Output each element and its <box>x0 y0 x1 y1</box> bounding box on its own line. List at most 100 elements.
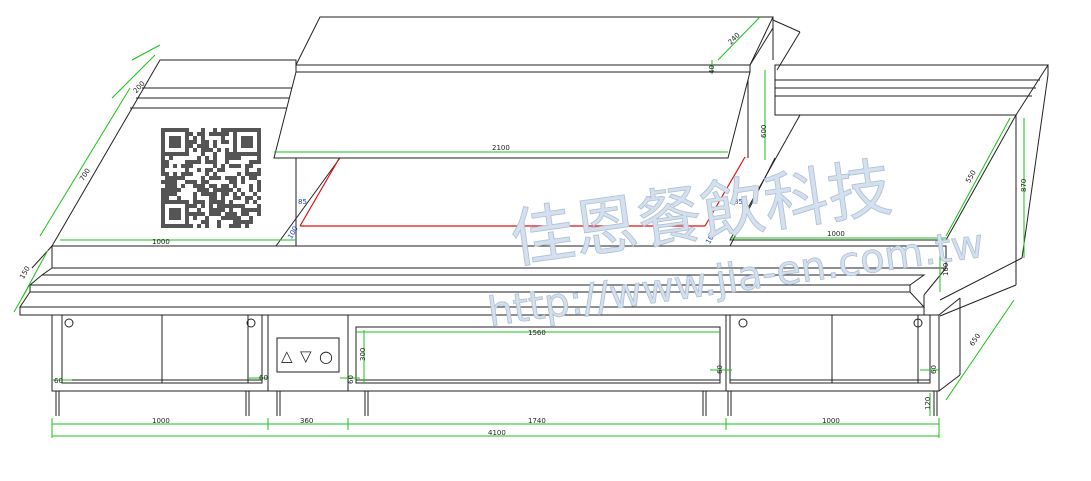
qr-module <box>205 140 209 144</box>
qr-module <box>213 184 217 188</box>
qr-module <box>173 164 177 168</box>
qr-module <box>245 224 249 228</box>
qr-module <box>213 176 217 180</box>
qr-module <box>193 196 197 200</box>
qr-module <box>241 204 245 208</box>
dim-left-depth-back: 200 <box>132 80 147 95</box>
qr-module <box>201 212 205 216</box>
qr-module <box>189 132 193 136</box>
dim-bottom-center: 1740 <box>528 417 546 425</box>
qr-module <box>169 156 173 160</box>
qr-module <box>209 208 213 212</box>
qr-module <box>257 168 261 172</box>
qr-module <box>213 140 217 144</box>
qr-module <box>165 172 169 176</box>
qr-module <box>161 156 165 160</box>
dim-door-width: 1560 <box>528 329 546 337</box>
qr-module <box>205 220 209 224</box>
qr-module <box>217 168 221 172</box>
qr-module <box>229 176 233 180</box>
qr-module <box>229 224 233 228</box>
qr-module <box>189 204 193 208</box>
qr-module <box>213 200 217 204</box>
qr-module <box>221 208 225 212</box>
qr-module <box>185 160 189 164</box>
qr-module <box>189 144 193 148</box>
qr-module <box>165 196 169 200</box>
qr-module <box>237 188 241 192</box>
qr-module <box>249 208 253 212</box>
qr-module <box>205 172 209 176</box>
qr-module <box>209 196 213 200</box>
qr-module <box>177 196 181 200</box>
qr-module <box>173 188 177 192</box>
qr-module <box>213 156 217 160</box>
qr-module <box>233 184 237 188</box>
qr-module <box>221 168 225 172</box>
qr-module <box>237 224 241 228</box>
qr-module <box>181 176 185 180</box>
qr-module <box>165 184 169 188</box>
qr-module <box>181 184 185 188</box>
qr-module <box>221 164 225 168</box>
qr-module <box>197 156 201 160</box>
qr-module <box>161 188 165 192</box>
qr-module <box>249 172 253 176</box>
qr-module <box>233 176 237 180</box>
dim-left-foot-gap: 60 <box>54 377 63 385</box>
right-counter-top <box>729 64 1049 317</box>
qr-module <box>221 184 225 188</box>
qr-module <box>213 132 217 136</box>
qr-module <box>189 140 193 144</box>
qr-module <box>249 188 253 192</box>
qr-module <box>213 188 217 192</box>
qr-module <box>165 164 169 168</box>
qr-module <box>217 220 221 224</box>
qr-module <box>221 140 225 144</box>
control-down-icon: ▽ <box>300 347 312 365</box>
qr-module <box>237 220 241 224</box>
qr-module <box>205 192 209 196</box>
control-circle-icon: ○ <box>319 347 333 366</box>
qr-module <box>237 196 241 200</box>
qr-module <box>193 212 197 216</box>
dim-right-foot-gap: 60 <box>930 365 938 374</box>
center-well <box>275 60 776 247</box>
qr-module <box>193 140 197 144</box>
dim-left-foot-gap2: 60 <box>259 374 268 382</box>
qr-module <box>229 156 233 160</box>
qr-module <box>209 200 213 204</box>
qr-module <box>161 172 165 176</box>
qr-module <box>233 204 237 208</box>
qr-module <box>229 164 233 168</box>
qr-module <box>217 200 221 204</box>
qr-module <box>237 204 241 208</box>
qr-module <box>181 164 185 168</box>
qr-module <box>209 176 213 180</box>
dim-right-top-width: 1000 <box>827 230 845 238</box>
qr-module <box>169 180 173 184</box>
dim-bottom-panel: 360 <box>300 417 313 425</box>
qr-module <box>201 180 205 184</box>
dim-right-height: 870 <box>1020 179 1028 192</box>
qr-module <box>257 204 261 208</box>
qr-module <box>225 204 229 208</box>
qr-module <box>201 192 205 196</box>
qr-module <box>229 152 233 156</box>
qr-module <box>197 168 201 172</box>
qr-module <box>241 208 245 212</box>
qr-module <box>193 216 197 220</box>
qr-module <box>189 172 193 176</box>
qr-module <box>209 168 213 172</box>
qr-module <box>257 172 261 176</box>
qr-module <box>169 136 181 148</box>
qr-module <box>225 176 229 180</box>
qr-module <box>221 188 225 192</box>
legs <box>55 391 938 416</box>
qr-module <box>205 144 209 148</box>
qr-module <box>193 148 197 152</box>
qr-module <box>193 180 197 184</box>
qr-module <box>249 176 253 180</box>
qr-module <box>213 164 217 168</box>
